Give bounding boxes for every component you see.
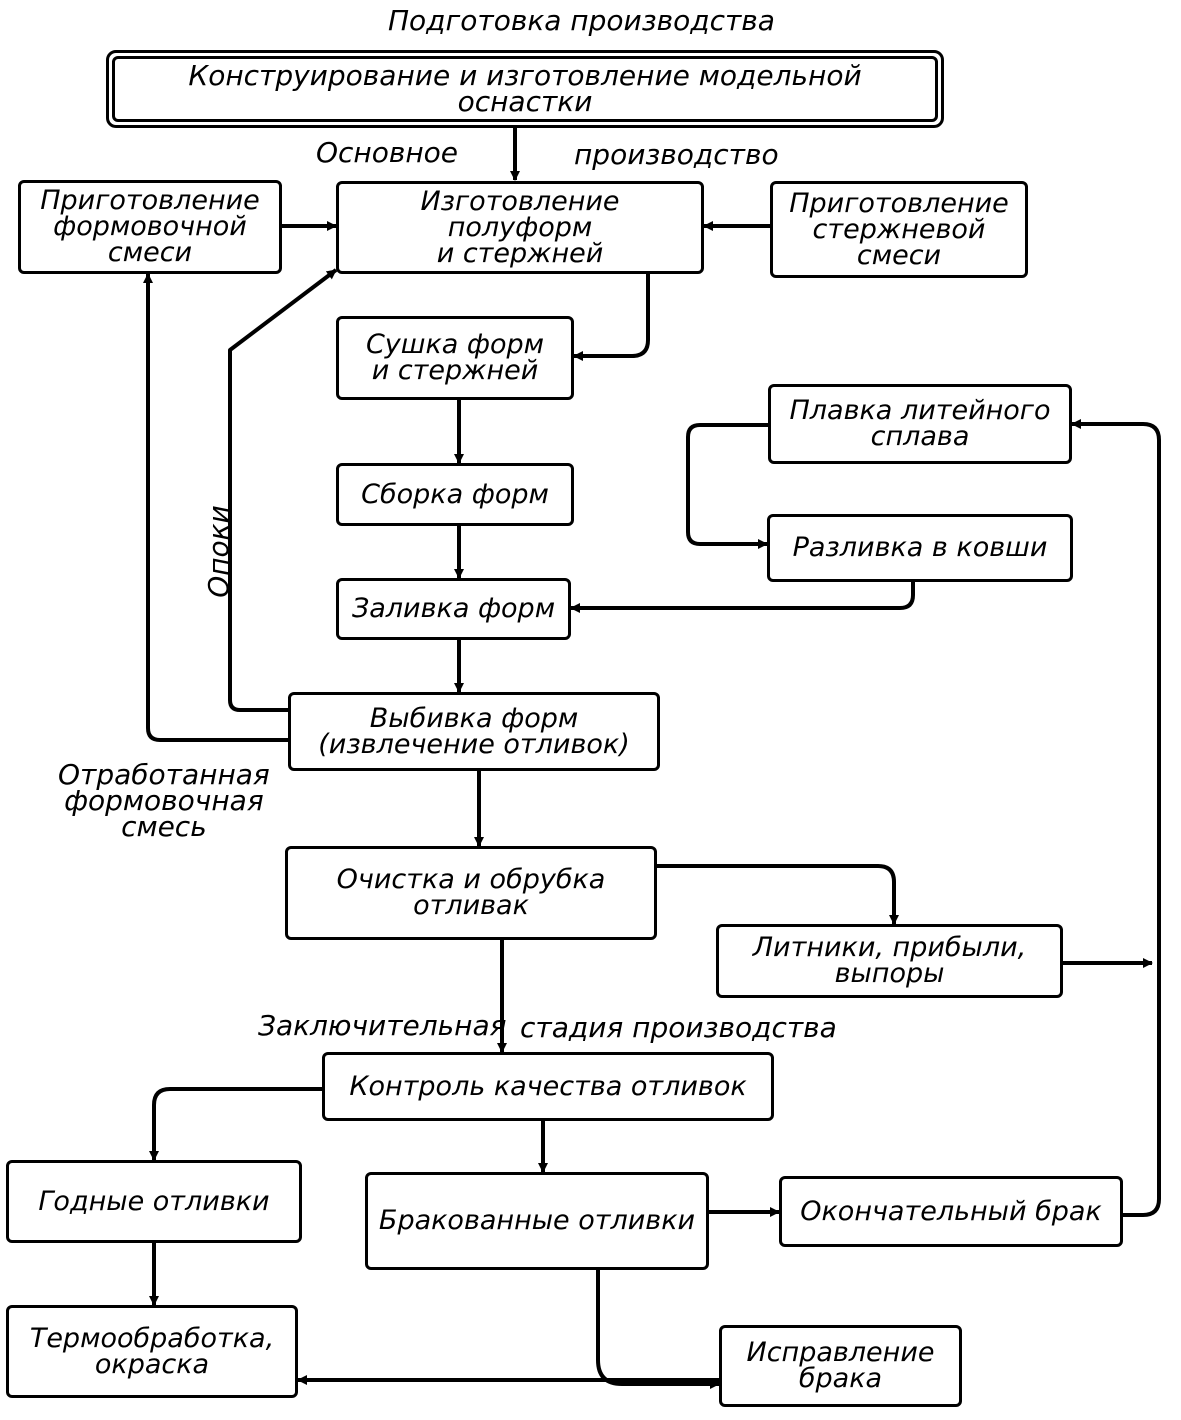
node-molding-sand: Приготовление формовочной смеси [18,180,282,274]
edge-quality-good [149,1087,322,1161]
node-assembly: Сборка форм [336,463,574,526]
edge-ladle-pouring [570,582,915,613]
edge-melting-ladle [686,423,768,549]
node-melting: Плавка литейного сплава [768,384,1072,464]
edge-knockout-halfmolds [228,268,338,712]
node-core-sand: Приготовление стержневой смеси [770,181,1028,278]
node-heat-treat: Термообработка, окраска [6,1305,298,1398]
edge-cleaning-gates [657,864,899,925]
edge-defective-repair [596,1270,720,1389]
label-used-sand: Отработанная формовочная смесь [58,758,270,843]
edge-halfmolds-drying [573,274,650,361]
heading-main-left: Основное [316,136,459,169]
heading-preparation: Подготовка производства [388,4,775,37]
heading-main-right: производство [574,138,779,171]
node-repair: Исправление брака [719,1325,962,1407]
node-cleaning: Очистка и обрубка отливак [285,846,657,940]
node-gates: Литники, прибыли, выпоры [716,924,1063,998]
pattern-box-outer [106,50,944,128]
node-pouring: Заливка форм [336,578,571,640]
edge-finalscrap-melting [1071,419,1161,1217]
node-half-molds: Изготовление полуформ и стержней [336,181,704,274]
edge-knockout-moldingsand [143,273,288,742]
node-pattern: Конструирование и изготовление модельной… [112,56,938,122]
node-quality: Контроль качества отливок [322,1052,774,1121]
heading-final-right: стадия производства [520,1011,837,1044]
node-good: Годные отливки [6,1160,302,1243]
node-defective: Бракованные отливки [365,1172,709,1270]
node-final-scrap: Окончательный брак [779,1176,1123,1247]
node-drying: Сушка форм и стержней [336,316,574,400]
node-ladle: Разливка в ковши [767,514,1073,582]
node-knockout: Выбивка форм (извлечение отливок) [288,692,660,771]
heading-final-left: Заключительная [258,1009,507,1042]
